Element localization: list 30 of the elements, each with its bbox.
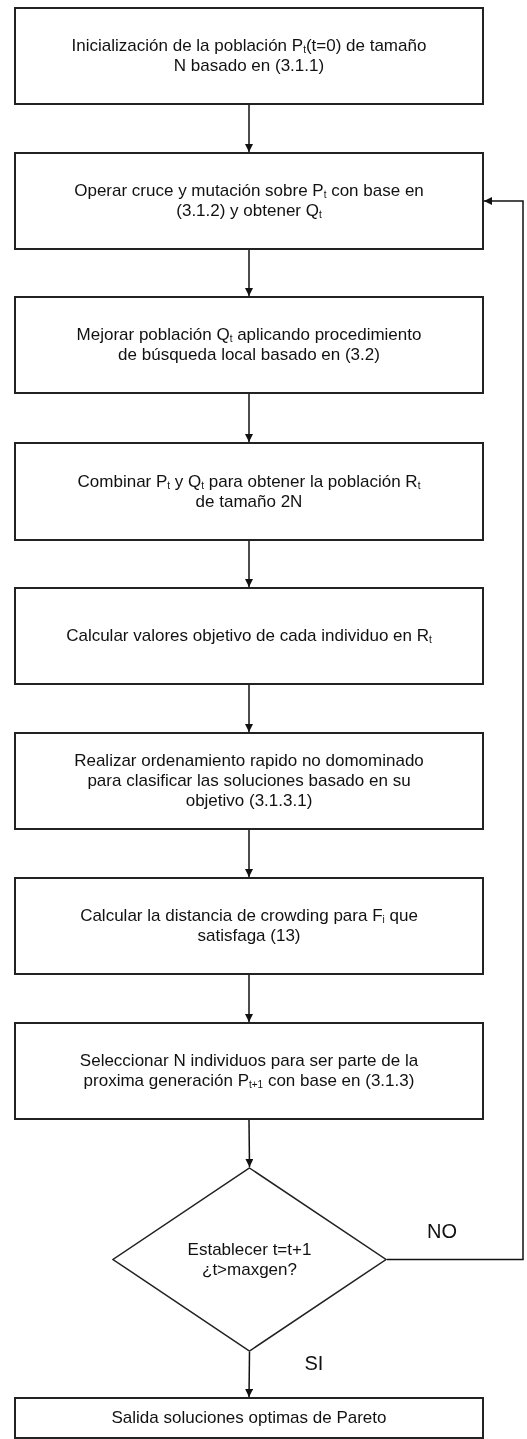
process-box — [14, 296, 484, 394]
process-box — [14, 152, 484, 250]
arrow — [245, 829, 253, 878]
step-text: Seleccionar N individuos para ser parte de la proxima generación P$_{t+1}$ con base en (3.1.3) — [78, 1051, 420, 1091]
process-box — [14, 442, 484, 541]
process-box — [14, 732, 484, 830]
step-text: Establecer t=t+1 ¿t>maxgen? — [186, 1239, 313, 1280]
arrow — [245, 393, 253, 443]
step-text: Mejorar población Q$_{t}$ aplicando procedimiento de búsqueda local basado en (3.2) — [75, 325, 423, 365]
arrow — [245, 104, 253, 153]
arrow — [245, 974, 253, 1023]
arrow — [245, 540, 253, 588]
process-box — [14, 1397, 484, 1439]
arrow — [245, 1119, 254, 1168]
step-text: Calcular la distancia de crowding para F$_{i}$ que satisfaga (13) — [79, 906, 419, 946]
arrow — [386, 197, 524, 1261]
step-text: Realizar ordenamiento rapido no domominado para clasificar las soluciones basado en su objetivo (3.1.3.1) — [73, 751, 425, 811]
process-box — [14, 877, 484, 975]
step-text: Combinar P$_{t}$ y Q$_{t}$ para obtener la población R$_{t}$ de tamaño 2N — [76, 471, 422, 512]
process-box — [14, 587, 484, 685]
arrow — [245, 249, 253, 297]
step-text: Salida soluciones optimas de Pareto — [110, 1408, 388, 1428]
decision-diamond — [112, 1167, 387, 1352]
arrow — [245, 684, 253, 733]
step-text: Calcular valores objetivo de cada individuo en R$_{t}$ — [65, 626, 433, 646]
arrow — [245, 1351, 254, 1398]
step-text: Operar cruce y mutación sobre P$_{t}$ con base en (3.1.2) y obtener Q$_{t}$ — [73, 181, 425, 221]
process-box — [14, 7, 484, 105]
step-text: Inicialización de la población P$_{t}$(t=0) de tamaño N basado en (3.1.1) — [70, 36, 428, 76]
process-box — [14, 1022, 484, 1120]
